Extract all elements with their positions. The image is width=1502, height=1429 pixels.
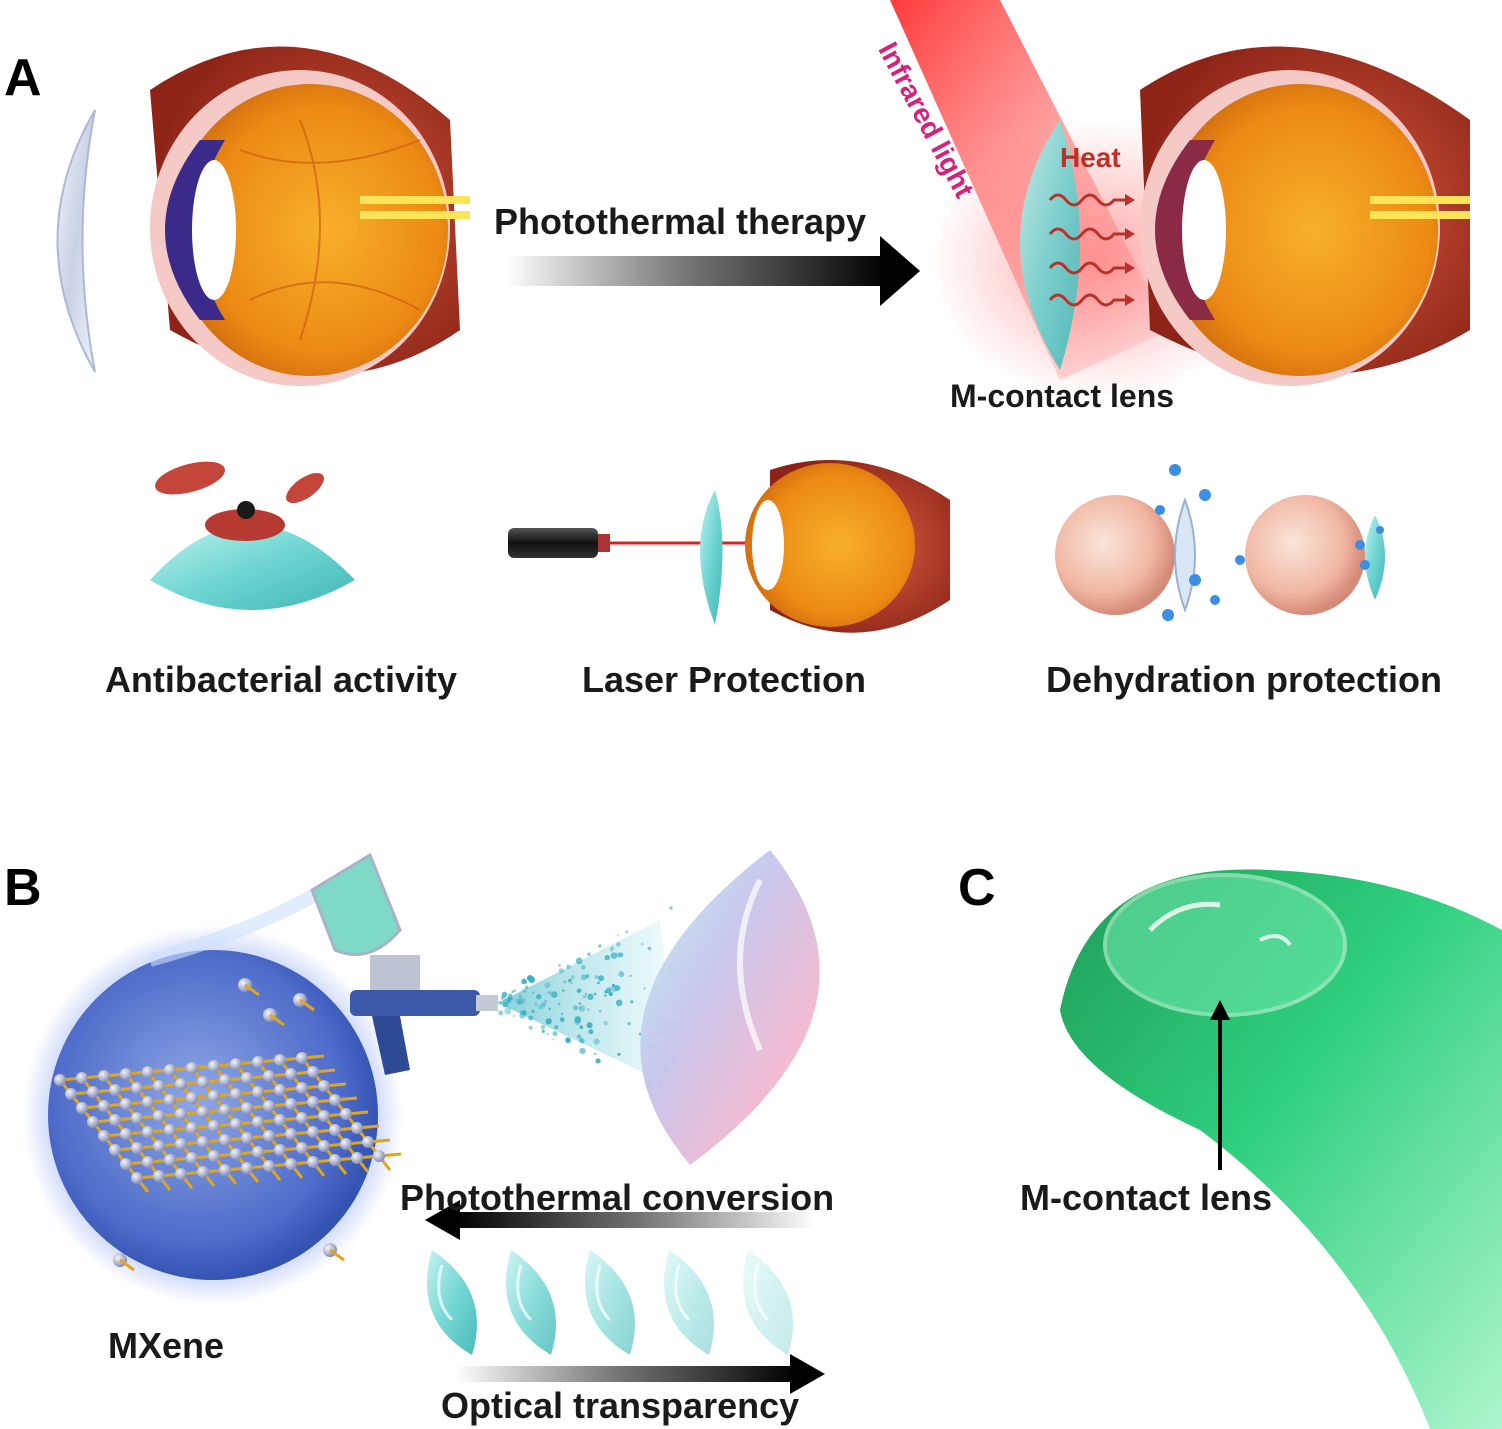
large-contact-lens [640,850,820,1165]
panel-label-b: B [4,859,42,917]
photothermal-conversion-label: Photothermal conversion [400,1177,835,1218]
laser-protection-illustration [508,460,950,633]
eye-illustration-right [1140,46,1470,386]
lens-series-item [664,1250,714,1355]
lens-series-item [585,1250,635,1355]
spray-gun-icon [310,852,498,1075]
feature-label-dehydration: Dehydration protection [1045,659,1443,700]
m-contact-lens-label-c: M-contact lens [1020,1177,1273,1218]
lens-series-item [427,1250,477,1355]
panel-b [23,850,825,1394]
lens-pointer-arrow [1210,1000,1230,1170]
panel-c [1060,869,1502,1429]
photothermal-therapy-label: Photothermal therapy [494,201,867,242]
panel-a [56,0,1470,633]
mxene-label: MXene [108,1325,225,1366]
lens-series-item [743,1250,793,1355]
optical-transparency-arrow [455,1354,825,1394]
antibacterial-illustration [150,461,355,610]
laser-pointer-icon [508,528,598,558]
heat-label: Heat [1060,142,1121,173]
spray-mist [497,906,680,1090]
photothermal-therapy-arrow [505,236,920,306]
m-contact-lens-label-a: M-contact lens [950,378,1175,414]
photothermal-conversion-arrow [425,1200,815,1240]
lens-transparency-series [427,1250,793,1355]
mxene-bubble [23,874,403,1305]
lens-series-item [506,1250,556,1355]
feature-label-antibacterial: Antibacterial activity [104,659,458,700]
finger-with-lens [1060,869,1502,1429]
contact-lens-left [56,109,96,373]
skull-icon [237,501,255,519]
feature-label-laser-protection: Laser Protection [581,659,867,700]
optical-transparency-label: Optical transparency [441,1385,800,1426]
eye-illustration-left [150,46,470,386]
mxene-lattice [54,978,402,1272]
m-contact-lens-right [1020,120,1080,370]
panel-label-c: C [958,859,996,917]
panel-label-a: A [4,49,42,107]
dehydration-protection-illustration [1055,464,1385,621]
heat-waves [1048,193,1135,307]
